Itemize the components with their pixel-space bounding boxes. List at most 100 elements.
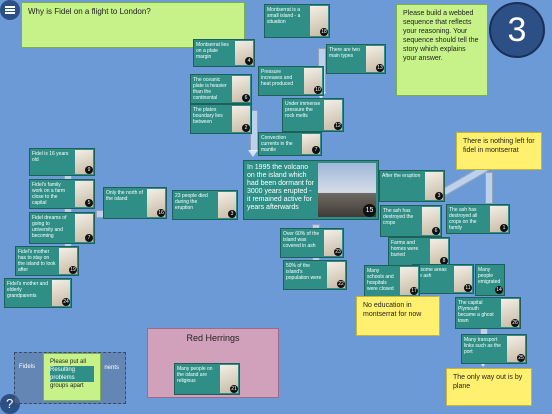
card-text: Pressure increases and heat produced (261, 69, 293, 87)
menu-button[interactable] (0, 0, 20, 20)
card-number: 14 (495, 286, 503, 294)
card-text: Montserrat lies on a plate margin (196, 42, 229, 60)
card-fidel-mother-stays[interactable]: Fidel's mother has to stay on the island… (15, 246, 79, 276)
card-text: Under immense pressure the rock melts (285, 101, 321, 119)
card-number: 3 (228, 210, 236, 218)
card-text: Fidel's mother and elderly grandparents (7, 281, 48, 299)
card-text: Convection currents in the mantle (261, 135, 293, 153)
card-ash-family-crops[interactable]: The ash has destroyed all crops on the f… (446, 204, 510, 234)
help-icon: ? (6, 396, 14, 411)
card-pressure-heat[interactable]: Pressure increases and heat produced 10 (258, 66, 324, 96)
note-text: There is nothing left for fidel in monts… (463, 138, 535, 154)
card-convection[interactable]: Convection currents in the mantle 7 (258, 132, 322, 156)
card-text: Fidel is 16 years old (32, 151, 69, 163)
card-text: The capital Plymouth became a ghost town (458, 300, 494, 324)
card-text: Many transport links such as the port (464, 337, 501, 355)
grouping-note[interactable]: Please put all Resulting problems groups… (43, 353, 101, 401)
card-plates-boundary[interactable]: The plates boundary lies between 2 (190, 104, 252, 134)
card-text: 23 people died during the eruption (175, 193, 208, 211)
question-text: Why is Fidel on a flight to London? (28, 7, 151, 16)
card-text: The ash has destroyed all crops on the f… (449, 207, 478, 231)
note-no-education[interactable]: No education in montserrat for now (356, 296, 440, 336)
card-number: 16 (157, 209, 165, 217)
card-rock-melts[interactable]: Under immense pressure the rock melts 12 (282, 98, 344, 132)
red-herrings-title: Red Herrings (186, 333, 240, 343)
card-island-covered[interactable]: Over 60% of the island was covered in as… (280, 228, 344, 258)
card-people-died[interactable]: 23 people died during the eruption 3 (172, 190, 238, 220)
card-text: In some areas the ash (415, 267, 447, 279)
grouping-label-left: Fidels (19, 364, 36, 370)
big-card-text: In 1995 the volcano on the island which … (247, 164, 314, 211)
card-text: Only the north of the island (106, 190, 143, 202)
card-ash-crops[interactable]: The ash has destroyed the crops 6 (380, 205, 442, 237)
card-text: The plates boundary lies between (193, 107, 223, 125)
help-button[interactable]: ? (0, 394, 20, 414)
connector-arrowhead (248, 150, 258, 157)
card-number: 3 (435, 192, 443, 200)
card-number: 8 (440, 257, 448, 265)
card-fidel-grandparents[interactable]: Fidel's mother and elderly grandparents 2… (4, 278, 72, 308)
note-nothing-left[interactable]: There is nothing left for fidel in monts… (456, 132, 542, 170)
card-plate-margin[interactable]: Montserrat lies on a plate margin 4 (193, 39, 255, 67)
note-text: The only way out is by plane (453, 374, 523, 390)
big-card-number: 15 (363, 204, 376, 217)
card-text: Over 60% of the island was covered in as… (283, 231, 320, 249)
card-number: 26 (511, 319, 519, 327)
red-herrings-zone[interactable]: Red Herrings Many people on the island a… (147, 328, 279, 398)
card-number: 1 (500, 224, 508, 232)
card-number: 23 (334, 248, 342, 256)
card-fidel-family-farm[interactable]: Fidel's family work on a farm close to t… (29, 179, 95, 209)
card-number: 4 (245, 57, 253, 65)
card-number: 6 (432, 227, 440, 235)
card-number: 24 (62, 298, 70, 306)
card-number: 10 (314, 86, 322, 94)
card-fidel-age[interactable]: Fidel is 16 years old 9 (29, 148, 95, 176)
card-text: Fidel dreams of going to university and … (32, 215, 67, 239)
card-north-island[interactable]: Only the north of the island 16 (103, 187, 167, 219)
grouping-label-right: nents (104, 365, 119, 371)
instructions-note[interactable]: Please build a webbed sequence that refl… (396, 4, 488, 96)
grouping-line-1: Please put all (50, 359, 87, 365)
card-number: 18 (320, 28, 328, 36)
card-text: The ash has destroyed the crops (383, 208, 414, 226)
card-number: 7 (312, 146, 320, 154)
card-plymouth-ghost-town[interactable]: The capital Plymouth became a ghost town… (455, 297, 521, 329)
card-volcano-eruption[interactable]: In 1995 the volcano on the island which … (243, 160, 379, 220)
card-two-types[interactable]: There are two main types 13 (326, 44, 386, 74)
timer-value: 3 (507, 11, 527, 49)
card-number: 21 (230, 385, 238, 393)
card-oceanic-plate[interactable]: The oceanic plate is heavier than the co… (190, 74, 252, 104)
card-montserrat-small-island[interactable]: Montserrat is a small island - a situati… (264, 4, 330, 38)
card-text: Many schools and hospitals were closed (367, 268, 394, 292)
card-number: 13 (376, 64, 384, 72)
card-text: Montserrat is a small island - a situati… (267, 7, 301, 25)
card-number: 9 (85, 166, 93, 174)
card-text: After the eruption (382, 173, 421, 179)
card-text: The oceanic plate is heavier than the co… (193, 77, 227, 101)
timer-dial: 3 (489, 2, 545, 58)
card-text: Fidel's family work on a farm close to t… (32, 182, 66, 206)
card-number: 2 (242, 124, 250, 132)
card-some-areas-ash[interactable]: In some areas the ash 11 (412, 264, 474, 294)
hamburger-icon (5, 6, 15, 8)
grouping-line-4: groups apart (50, 383, 84, 389)
card-number: 11 (464, 284, 472, 292)
card-after-eruption[interactable]: After the eruption 3 (379, 170, 445, 202)
card-number: 22 (337, 280, 345, 288)
question-note[interactable]: Why is Fidel on a flight to London? (21, 2, 245, 48)
card-text: Fidel's mother has to stay on the island… (18, 249, 56, 273)
connector-arrow (485, 172, 493, 204)
note-only-way[interactable]: The only way out is by plane (446, 368, 532, 406)
card-number: 12 (334, 122, 342, 130)
card-number: 6 (242, 94, 250, 102)
card-number: 25 (517, 354, 525, 362)
grouping-zone[interactable]: Please put all Resulting problems groups… (14, 352, 126, 404)
card-fidel-dreams[interactable]: Fidel dreams of going to university and … (29, 212, 95, 244)
card-transport-links[interactable]: Many transport links such as the port 25 (461, 334, 527, 364)
card-text: There are two main types (329, 47, 360, 59)
